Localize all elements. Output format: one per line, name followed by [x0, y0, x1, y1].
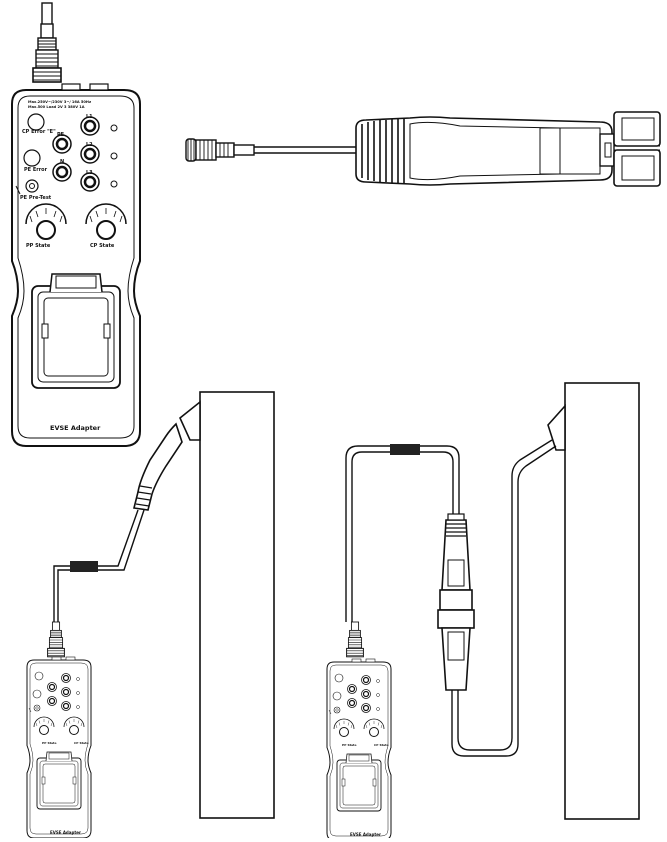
charging-station-left	[199, 391, 275, 819]
cable-band-left	[70, 561, 98, 572]
cable-band-right	[390, 444, 420, 455]
small-pp-state-label-left: PP State	[42, 741, 57, 745]
charging-station-right	[564, 382, 640, 820]
adapter-top-connector	[32, 23, 62, 83]
scene-direct-connection: PP State CP State EVSE Adapter	[26, 391, 275, 839]
l3-jack-label: L3	[86, 170, 93, 176]
small-cp-state-label-left: CP State	[74, 741, 89, 745]
pe-jack-label: PE	[57, 132, 65, 138]
station-holster-right	[547, 403, 566, 451]
scene-extension-connection: PP State CP State EVSE Adapter	[326, 382, 640, 841]
n-jack-label: N	[60, 159, 64, 165]
extension-cable	[254, 146, 356, 154]
spec-line-2: Max.500 Load 2V 3 380V 1A	[28, 105, 85, 109]
cp-error-label: CP Error "E"	[22, 129, 56, 135]
small-evse-adapter-left	[26, 656, 92, 839]
charging-plug-assembly	[185, 111, 661, 187]
adapter-cable-stub	[41, 2, 53, 26]
station-holster-left	[179, 400, 201, 441]
plug-handle	[355, 116, 615, 186]
small-pp-state-label-right: PP State	[342, 743, 357, 747]
evse-adapter-main: Max.250V~/230V 3~/ 16A 50Hz Max.500 Load…	[10, 2, 142, 448]
small-adapter-label-right: EVSE Adapter	[350, 832, 381, 837]
l2-jack-label: L2	[86, 142, 93, 148]
l1-jack-label: L1	[86, 114, 93, 120]
evse-adapter-label: EVSE Adapter	[50, 424, 101, 432]
pe-error-label: PE Error	[24, 167, 48, 173]
cable-end-connector	[185, 138, 255, 162]
small-evse-adapter-right	[326, 658, 392, 841]
small-adapter-label-left: EVSE Adapter	[50, 830, 81, 835]
small-adapter-connector-right	[346, 621, 364, 658]
cp-state-label: CP State	[90, 243, 115, 249]
small-cp-state-label-right: CP State	[374, 743, 389, 747]
spec-line-1: Max.250V~/230V 3~/ 16A 50Hz	[28, 100, 91, 104]
plug-head	[613, 111, 661, 187]
coupled-plugs	[437, 513, 475, 691]
charging-gun-left	[133, 422, 183, 511]
small-adapter-connector-left	[47, 621, 65, 658]
pe-pre-test-label: PE Pre-Test	[20, 195, 52, 201]
pp-state-label: PP State	[26, 243, 51, 249]
